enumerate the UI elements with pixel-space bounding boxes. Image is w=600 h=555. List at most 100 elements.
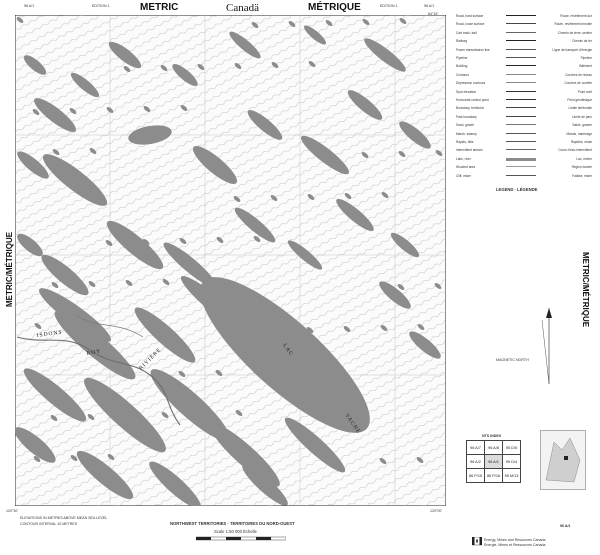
legend-symbol [506,31,536,36]
pond-shape [326,367,334,373]
legend-row-en: Cliff, esker [456,173,471,178]
index-cell[interactable]: 96 A/2 [466,454,485,469]
legend-row-en: Horizontal control point [456,98,489,102]
pond-shape [216,237,224,243]
legend-symbol [506,40,536,44]
pond-shape [162,279,170,285]
lake-shape [200,277,370,433]
pond-shape [16,17,24,23]
legend-row-en: Road, hard surface [456,14,484,18]
legend-row-fr: Rapides, chute [570,140,592,144]
index-cell[interactable]: 86 P/15 [466,468,485,483]
pond-shape [88,281,96,287]
index-cell[interactable]: 95 D/4 [502,454,521,469]
edition-right: EDITION 1 [380,4,398,8]
legend-row-fr: Courbes de niveau [565,72,592,77]
lake-shape [15,427,56,463]
legend-row-en: Wooded area [456,165,476,170]
dept-french: Énergie, Mines et Ressources Canada [484,543,546,547]
index-cell[interactable]: 95 M/13 [502,468,521,483]
index-cell[interactable]: 95 D/5 [502,440,521,455]
lake-shape [106,220,164,270]
lake-shape [150,369,230,441]
legend-row-en: Marsh, swamp [456,131,477,136]
legend-row-fr: Cours d'eau intermittent [558,148,592,153]
lake-shape [149,461,201,506]
pond-shape [161,412,169,418]
sheet-number-left: 96 A/1 [24,4,35,8]
topographic-map[interactable]: ISDONS ROY RIVIÈRE LAC VACHE [15,15,446,506]
lake-shape [234,207,276,243]
lake-shape [134,307,196,363]
metrique-title: MÉTRIQUE [308,2,361,13]
pond-shape [252,369,260,375]
metric-title: METRIC [140,2,179,13]
pond-shape [288,21,296,27]
sheet-number-right: 96 A/1 [424,4,435,8]
pond-shape [197,64,205,70]
legend-row-en: Sand, gravel [456,123,474,128]
lake-shape [76,450,134,500]
pond-shape [270,195,278,201]
legend-row-fr: Sable, gravier [572,123,592,128]
pond-shape [233,196,241,202]
legend-symbol [506,166,536,170]
index-title: NTS INDEX [482,434,502,438]
lake-shape [23,368,87,422]
pond-shape [307,194,315,200]
pond-shape [215,370,223,376]
pond-shape [160,65,168,71]
index-cell[interactable]: 96 A/7 [466,440,485,455]
lake-shape [70,72,100,98]
pond-shape [124,413,132,419]
tributary-line [74,314,144,338]
lake-shape [17,151,49,179]
legend-symbol [506,73,536,78]
left-margin-metric: METRIC/MÉTRIQUE [5,231,15,308]
pond-shape [107,454,115,460]
lake-shape [172,64,198,86]
river-label-2: ROY [86,349,101,357]
lake-shape [287,240,323,270]
legend-row-en: Rapids, falls [456,140,474,144]
legend-row-fr: Route, revêtement dur [560,14,592,18]
lake-shape [379,281,411,309]
legend-symbol [506,107,536,111]
index-cell[interactable]: 96 A/8 [484,440,503,455]
pond-shape [434,283,442,289]
legend-title: LEGEND · LÉGENDE [496,187,538,192]
elevation-note: ELEVATIONS IN METRES ABOVE MEAN SEA LEVE… [20,516,108,520]
index-cell-current[interactable]: 96 A/1 [484,454,503,469]
pond-shape [235,410,243,416]
legend-symbol [506,57,536,61]
river-line [16,336,181,426]
pond-shape [379,458,387,464]
legend-symbol [506,65,536,69]
pond-shape [324,153,332,159]
pond-shape [398,151,406,157]
legend-row-fr: Limite de parc [571,114,592,119]
pond-shape [50,415,58,421]
legend-row-en: Power transmission line [456,47,490,52]
lake-shape [210,423,280,487]
pond-shape [416,457,424,463]
pond-shape [69,108,77,114]
index-cell[interactable]: 86 P/16 [484,468,503,483]
pond-shape [32,109,40,115]
legend-row-en: Pipeline [456,56,468,60]
legend-symbol [506,149,536,153]
lake-shape [128,125,172,145]
legend-row-fr: Chemin de fer [571,39,592,44]
legend-row-fr: Route, revêtement meuble [554,22,592,27]
